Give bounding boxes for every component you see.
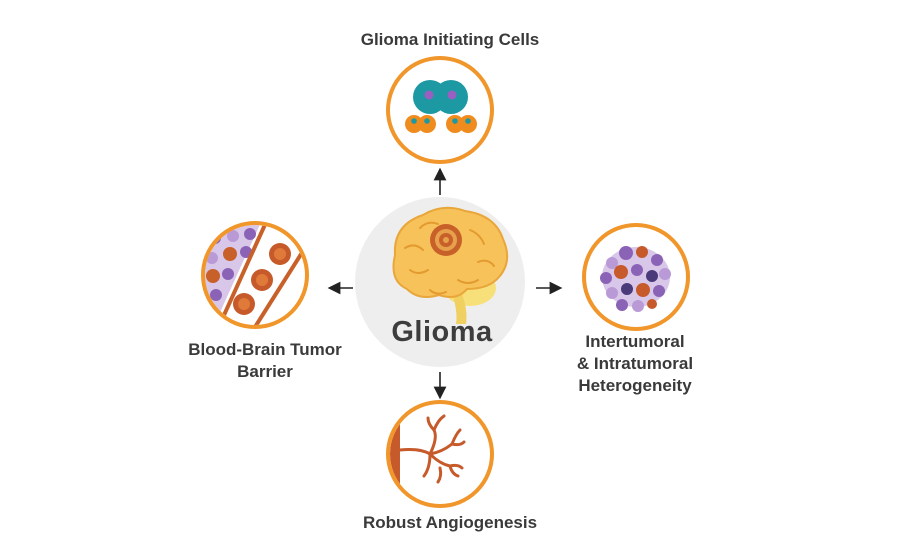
node-bottom [386,400,494,508]
dividing-cells-icon [405,80,477,133]
node-right [582,223,690,331]
label-line: Robust Angiogenesis [362,513,538,532]
label-robust-angiogenesis: Robust Angiogenesis [300,512,600,534]
tumor-cell-cluster-icon [600,246,671,312]
label-line: Intertumoral [585,332,685,351]
label-line: Glioma Initiating Cells [360,30,540,49]
blood-vessel-cells-icon [205,225,305,325]
label-heterogeneity: Intertumoral & Intratumoral Heterogeneit… [550,331,720,397]
node-left [201,221,309,329]
node-top [386,56,494,164]
branching-vessel-icon [390,404,490,504]
label-line: Barrier [237,362,293,381]
label-line: Heterogeneity [578,376,692,395]
label-line: & Intratumoral [576,354,694,373]
label-glioma-initiating-cells: Glioma Initiating Cells [300,29,600,51]
label-line: Blood-Brain Tumor [188,340,342,359]
brain-with-tumor-icon [392,206,509,324]
center-title: Glioma [391,316,493,348]
label-blood-brain-tumor-barrier: Blood-Brain Tumor Barrier [160,339,370,383]
